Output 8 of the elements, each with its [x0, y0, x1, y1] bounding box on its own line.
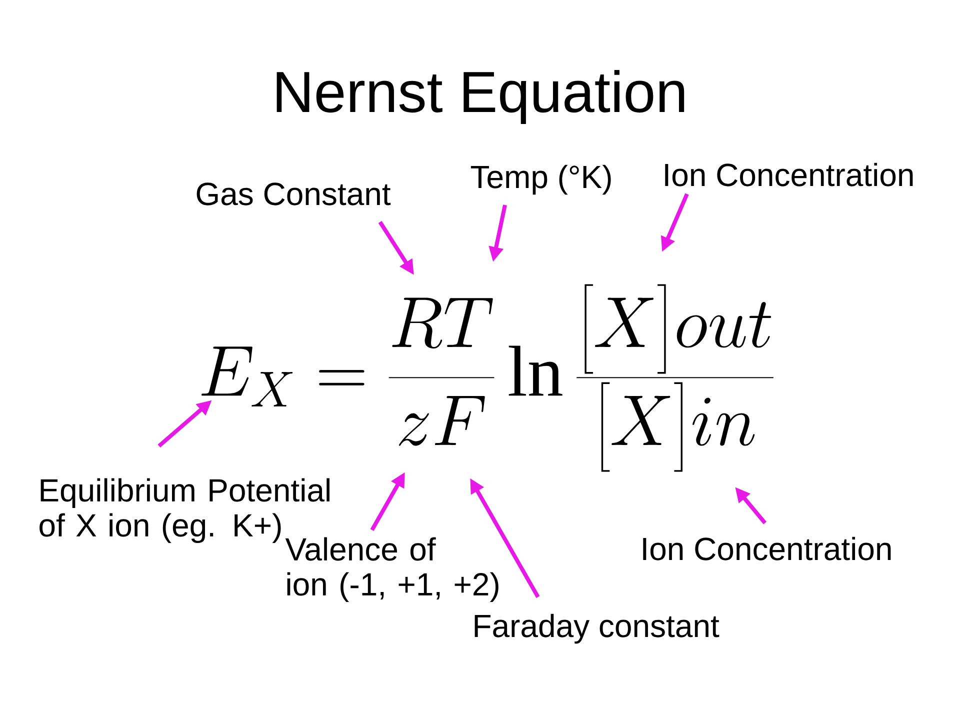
annotation-label: Ion Concentration — [665, 162, 913, 186]
title: Nernst Equation — [276, 70, 684, 124]
annotation-label: Temp (°K) — [470, 164, 611, 195]
annotation-label: Valence of ion (-1, +1, +2) — [285, 537, 498, 602]
annotation-label: Ion Concentration — [643, 536, 891, 560]
equation: $E_{X}=\frac{RT}{zF}\ln\frac{\big[X\big]out}{\big[X\big]in}$ — [202, 284, 774, 472]
annotation-label: Faraday constant — [474, 614, 720, 644]
annotation-label: Gas Constant — [196, 182, 391, 206]
